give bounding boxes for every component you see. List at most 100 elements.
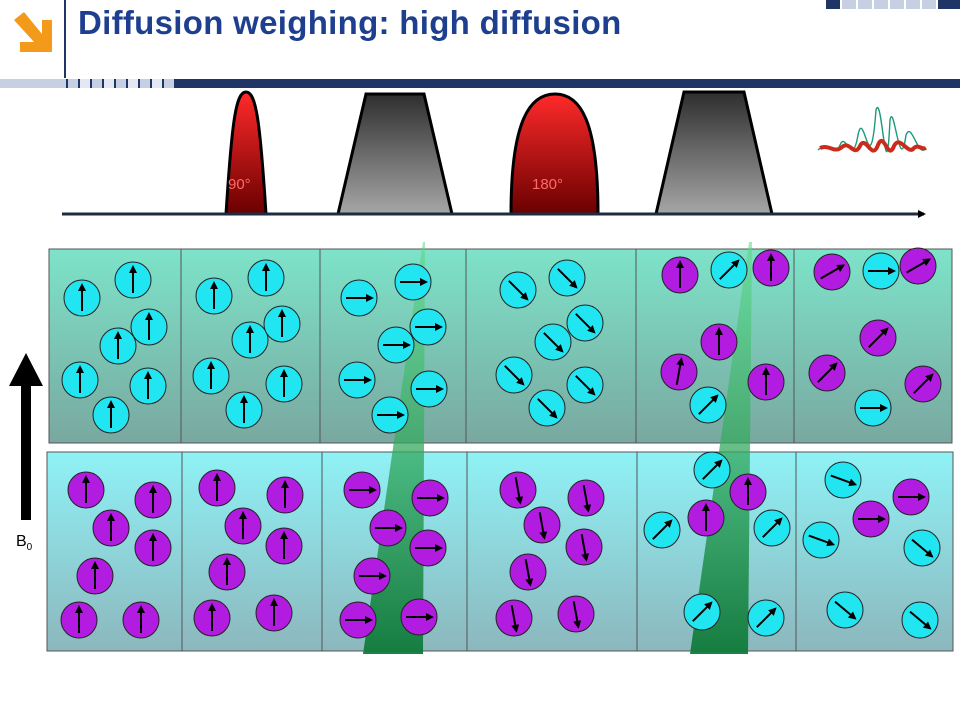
spin-cyan — [495, 356, 533, 394]
spin-magenta — [565, 528, 603, 566]
spin-arrow-icon — [575, 375, 596, 396]
spin-magenta — [198, 469, 236, 507]
page-title: Diffusion weighing: high diffusion — [78, 4, 622, 41]
spin-magenta — [339, 601, 377, 639]
spin-magenta — [193, 599, 231, 637]
spin-magenta — [808, 354, 846, 392]
spin-cyan — [548, 259, 586, 297]
spin-cyan — [824, 461, 862, 499]
spin-arrow-icon — [524, 559, 534, 587]
spin-cyan — [371, 396, 409, 434]
spin-cyan — [410, 370, 448, 408]
spin-cyan — [195, 277, 233, 315]
b0-label: B0 — [16, 533, 33, 553]
spin-arrow-icon — [652, 519, 673, 540]
spin-cyan — [753, 509, 791, 547]
spin-cyan — [61, 361, 99, 399]
spin-magenta — [729, 473, 767, 511]
spin-arrow-icon — [868, 327, 889, 348]
spin-arrow-icon — [909, 610, 932, 630]
spin-cyan — [129, 367, 167, 405]
spin-magenta — [255, 594, 293, 632]
spin-arrow-icon — [537, 398, 558, 419]
pulse-sequence: 90° 180° — [62, 90, 927, 218]
gradient-lobe-2 — [654, 90, 774, 216]
spin-magenta — [265, 527, 303, 565]
spin-magenta — [557, 595, 595, 633]
spin-arrow-icon — [808, 534, 836, 547]
spin-magenta — [899, 247, 937, 285]
spin-magenta — [92, 509, 130, 547]
spin-cyan — [826, 591, 864, 629]
panel-bottom-4 — [466, 451, 638, 652]
header: Diffusion weighing: high diffusion — [0, 0, 960, 90]
spin-cyan — [903, 529, 941, 567]
spin-magenta — [67, 471, 105, 509]
spin-magenta — [700, 323, 738, 361]
rf-pulse-90 — [224, 90, 268, 216]
echo-signal-teal — [817, 107, 927, 153]
spin-arrow-icon — [911, 538, 934, 558]
spin-magenta — [400, 598, 438, 636]
spin-arrow-icon — [906, 258, 932, 274]
spin-magenta — [411, 479, 449, 517]
b0-field-arrow: B0 — [9, 353, 43, 553]
spin-cyan — [409, 308, 447, 346]
spin-cyan — [265, 365, 303, 403]
spin-arrow-icon — [830, 474, 858, 487]
spin-arrow-icon — [510, 605, 520, 633]
spin-cyan — [901, 601, 939, 639]
spin-arrow-icon — [719, 259, 740, 280]
spin-cyan — [689, 386, 727, 424]
spin-magenta — [859, 319, 897, 357]
pulse-90-label: 90° — [228, 176, 251, 193]
spin-magenta — [892, 478, 930, 516]
spin-arrow-icon — [580, 534, 590, 562]
spin-cyan — [192, 357, 230, 395]
spin-cyan — [114, 261, 152, 299]
spin-arrow-icon — [702, 459, 723, 480]
spin-magenta — [495, 599, 533, 637]
spin-magenta — [752, 249, 790, 287]
spin-magenta — [343, 471, 381, 509]
spin-magenta — [224, 507, 262, 545]
spin-cyan — [643, 511, 681, 549]
spin-magenta — [509, 553, 547, 591]
spin-arrow-icon — [913, 373, 934, 394]
spin-magenta — [852, 500, 890, 538]
header-decoration — [0, 0, 960, 88]
spin-cyan — [499, 271, 537, 309]
spin-arrow-icon — [543, 332, 564, 353]
spin-arrow-icon — [508, 280, 529, 301]
spin-magenta — [661, 256, 699, 294]
spin-arrow-icon — [572, 601, 582, 629]
spin-cyan — [862, 252, 900, 290]
spin-magenta — [747, 363, 785, 401]
spin-arrow-icon — [582, 485, 592, 513]
logo — [0, 0, 66, 78]
spin-cyan — [340, 279, 378, 317]
spin-cyan — [683, 593, 721, 631]
spin-cyan — [63, 279, 101, 317]
spin-magenta — [266, 476, 304, 514]
spin-arrow-icon — [675, 357, 685, 385]
echo-signal-red — [819, 138, 927, 153]
orange-arrow-icon — [14, 12, 52, 52]
spin-magenta — [904, 365, 942, 403]
spin-magenta — [369, 509, 407, 547]
spin-magenta — [353, 557, 391, 595]
spin-cyan — [534, 323, 572, 361]
spin-cyan — [231, 321, 269, 359]
spin-cyan — [566, 366, 604, 404]
spin-cyan — [528, 389, 566, 427]
spin-magenta — [567, 479, 605, 517]
spin-magenta — [122, 601, 160, 639]
spin-arrow-icon — [514, 477, 524, 505]
spin-magenta — [134, 481, 172, 519]
spin-arrow-icon — [538, 512, 548, 540]
spin-magenta — [76, 557, 114, 595]
pulse-180-label: 180° — [532, 176, 563, 193]
spin-cyan — [747, 599, 785, 637]
spin-arrow-icon — [817, 362, 838, 383]
